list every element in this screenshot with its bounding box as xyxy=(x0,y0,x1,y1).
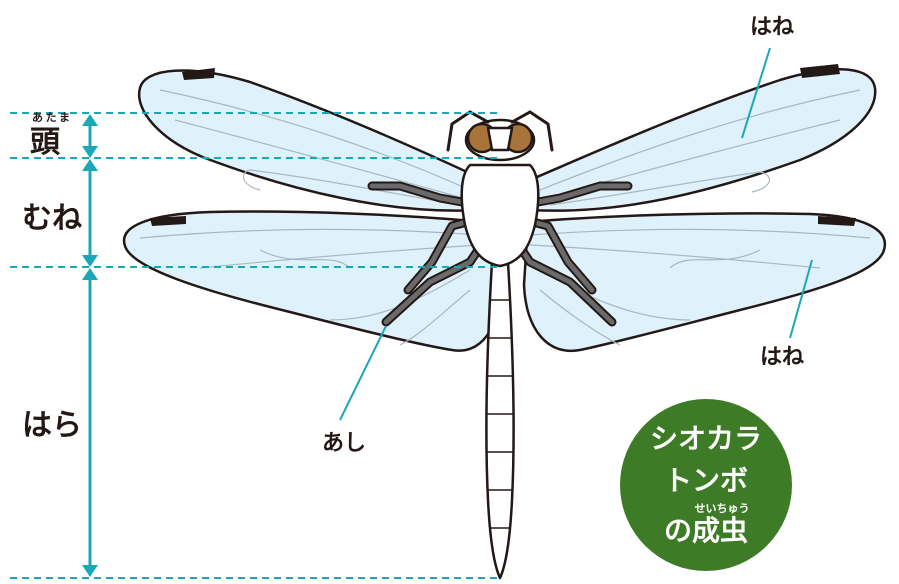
left-forewing xyxy=(139,71,480,211)
eyes xyxy=(468,124,532,152)
right-hindwing xyxy=(524,213,885,350)
head-ruby: あたま xyxy=(32,111,70,124)
badge-line3: の成虫 xyxy=(664,514,748,547)
species-badge: シオカラ トンボ せいちゅう の成虫 xyxy=(620,399,792,571)
abdomen-label: はら xyxy=(22,408,82,443)
wing-lower-label: はね xyxy=(760,345,804,370)
thorax-label: むね xyxy=(22,201,82,236)
head-label: 頭 xyxy=(30,125,61,160)
badge-line1: シオカラ xyxy=(650,422,762,455)
badge-line2: トンボ xyxy=(664,464,748,497)
wing-upper-label: はね xyxy=(750,15,794,40)
measure-arrows xyxy=(82,114,98,577)
abdomen-shape xyxy=(486,262,513,578)
leg-label: あし xyxy=(322,431,366,456)
